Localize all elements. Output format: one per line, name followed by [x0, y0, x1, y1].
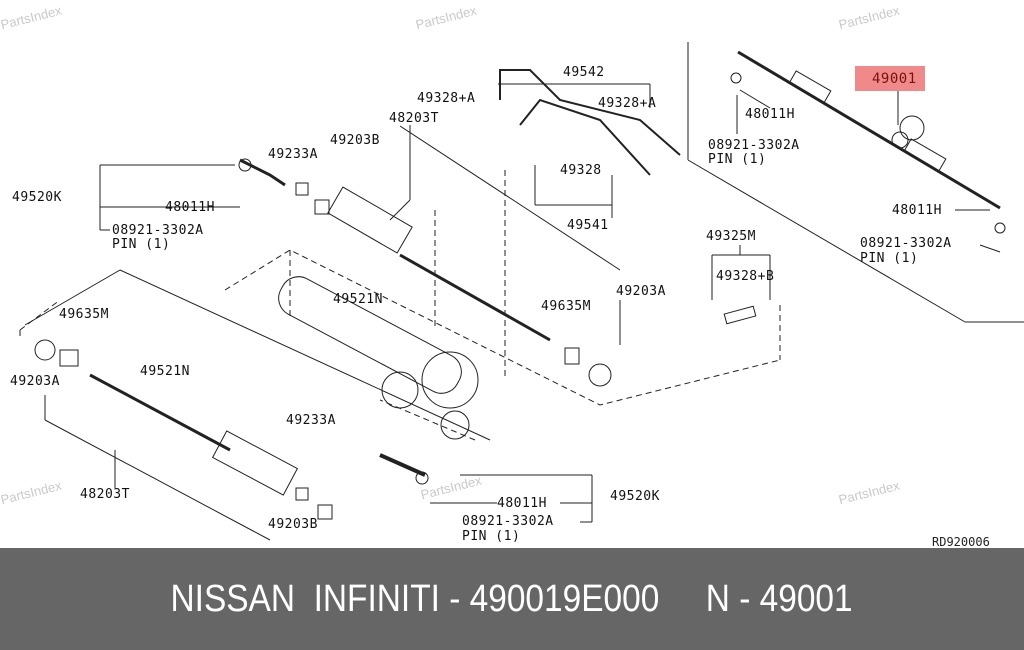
part-label: PIN (1): [708, 152, 767, 167]
part-label: PIN (1): [860, 251, 919, 266]
part-label[interactable]: 49635M: [59, 307, 109, 322]
part-label[interactable]: 49520K: [610, 489, 660, 504]
part-label[interactable]: 49328+A: [598, 96, 657, 111]
part-label[interactable]: 49203A: [10, 374, 60, 389]
part-label[interactable]: 48011H: [745, 107, 795, 122]
steering-rack-assembly-icon: [730, 50, 1006, 234]
part-label[interactable]: 49521N: [140, 364, 190, 379]
footer-banner: NISSAN INFINITI - 490019E000 N - 49001: [0, 548, 1024, 650]
part-label[interactable]: 49233A: [268, 147, 318, 162]
part-label[interactable]: 48011H: [165, 200, 215, 215]
part-label[interactable]: 08921-3302A: [112, 223, 204, 238]
part-label[interactable]: 08921-3302A: [708, 138, 800, 153]
part-label[interactable]: 49233A: [286, 413, 336, 428]
part-label[interactable]: 49328+B: [716, 269, 775, 284]
part-label[interactable]: 49542: [563, 65, 605, 80]
part-label[interactable]: 48011H: [497, 496, 547, 511]
parts-diagram: [19, 42, 1024, 541]
part-label[interactable]: 48011H: [892, 203, 942, 218]
highlight-49001: [855, 66, 925, 91]
footer-part-text: NISSAN INFINITI - 490019E000 N - 49001: [170, 577, 854, 620]
part-label[interactable]: 49328+A: [417, 91, 476, 106]
part-label[interactable]: 49541: [567, 218, 609, 233]
part-label[interactable]: 49521N: [333, 292, 383, 307]
part-label[interactable]: 49328: [560, 163, 602, 178]
part-label[interactable]: 49203A: [616, 284, 666, 299]
part-label: PIN (1): [112, 237, 171, 252]
part-label[interactable]: 49203B: [268, 517, 318, 532]
part-label[interactable]: 08921-3302A: [860, 236, 952, 251]
part-label[interactable]: 49635M: [541, 299, 591, 314]
part-label[interactable]: 49203B: [330, 133, 380, 148]
part-label[interactable]: 49520K: [12, 190, 62, 205]
part-label[interactable]: 08921-3302A: [462, 514, 554, 529]
diagram-code: RD920006: [932, 535, 990, 549]
part-label[interactable]: 49325M: [706, 229, 756, 244]
part-label: PIN (1): [462, 529, 521, 544]
part-label[interactable]: 48203T: [389, 111, 439, 126]
part-label[interactable]: 48203T: [80, 487, 130, 502]
part-label-highlighted[interactable]: 49001: [872, 71, 917, 87]
